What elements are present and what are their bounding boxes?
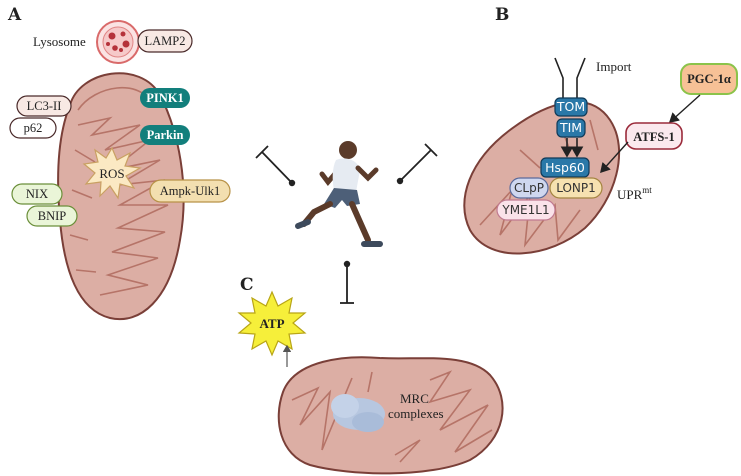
lamp2-pill (137, 29, 193, 53)
arrow-atfs-lonp1 (600, 141, 629, 174)
p62-pill (9, 117, 57, 139)
atfs-label: ATFS-1 (633, 130, 674, 144)
atp-label: ATP (259, 316, 284, 331)
atp-burst-icon (237, 290, 307, 357)
tom-box (554, 97, 588, 117)
bnip-pill (26, 205, 78, 227)
mitochondrion-b (463, 100, 621, 255)
tim-box (556, 118, 586, 138)
parkin-pill (140, 125, 190, 145)
yme1l1-label: YME1L1 (501, 203, 549, 217)
ros-star-icon (82, 146, 142, 200)
mrc-label-line1: MRC (400, 391, 429, 406)
p62-label: p62 (24, 121, 43, 135)
panel-letter-c: C (240, 275, 254, 295)
pink1-label: PINK1 (146, 91, 184, 105)
lonp1-label: LONP1 (556, 181, 596, 195)
lamp2-label: LAMP2 (145, 34, 186, 48)
hsp60-box (540, 157, 590, 178)
lonp1-pill (549, 177, 603, 199)
inhibit-line-a (255, 145, 296, 187)
nix-label: NIX (26, 187, 48, 201)
import-label: Import (596, 59, 632, 74)
ampk-label: Ampk-Ulk1 (160, 184, 220, 198)
clpp-pill (509, 177, 549, 199)
lysosome-label: Lysosome (33, 34, 86, 49)
panel-letter-a: A (7, 5, 22, 25)
tim-label: TIM (559, 120, 582, 135)
pink1-pill (140, 88, 190, 108)
bnip-label: BNIP (38, 209, 67, 223)
lysosome-icon (96, 20, 140, 64)
pgc-box (680, 63, 738, 95)
atfs-box (625, 122, 683, 150)
pgc-label: PGC-1α (687, 72, 731, 86)
parkin-label: Parkin (147, 128, 184, 142)
inhibit-line-c (340, 260, 354, 304)
lc3-pill (16, 95, 72, 117)
ros-label: ROS (99, 166, 124, 181)
clpp-label: CLpP (514, 181, 544, 195)
arrow-pgc-atfs (668, 94, 701, 123)
lc3-label: LC3-II (27, 99, 62, 113)
ampk-pill (149, 179, 231, 203)
tom-label: TOM (556, 99, 585, 114)
yme1l1-pill (496, 199, 556, 221)
hsp60-label: Hsp60 (545, 160, 585, 175)
runner-icon (295, 141, 383, 247)
nix-pill (11, 183, 63, 205)
mrc-label-line2: complexes (388, 406, 444, 421)
mitochondrion-c (277, 356, 504, 475)
panel-letter-b: B (495, 5, 509, 25)
inhibit-line-b (396, 143, 438, 185)
upr-label: UPRmt (617, 185, 652, 202)
mrc-complex-icon (331, 394, 385, 432)
